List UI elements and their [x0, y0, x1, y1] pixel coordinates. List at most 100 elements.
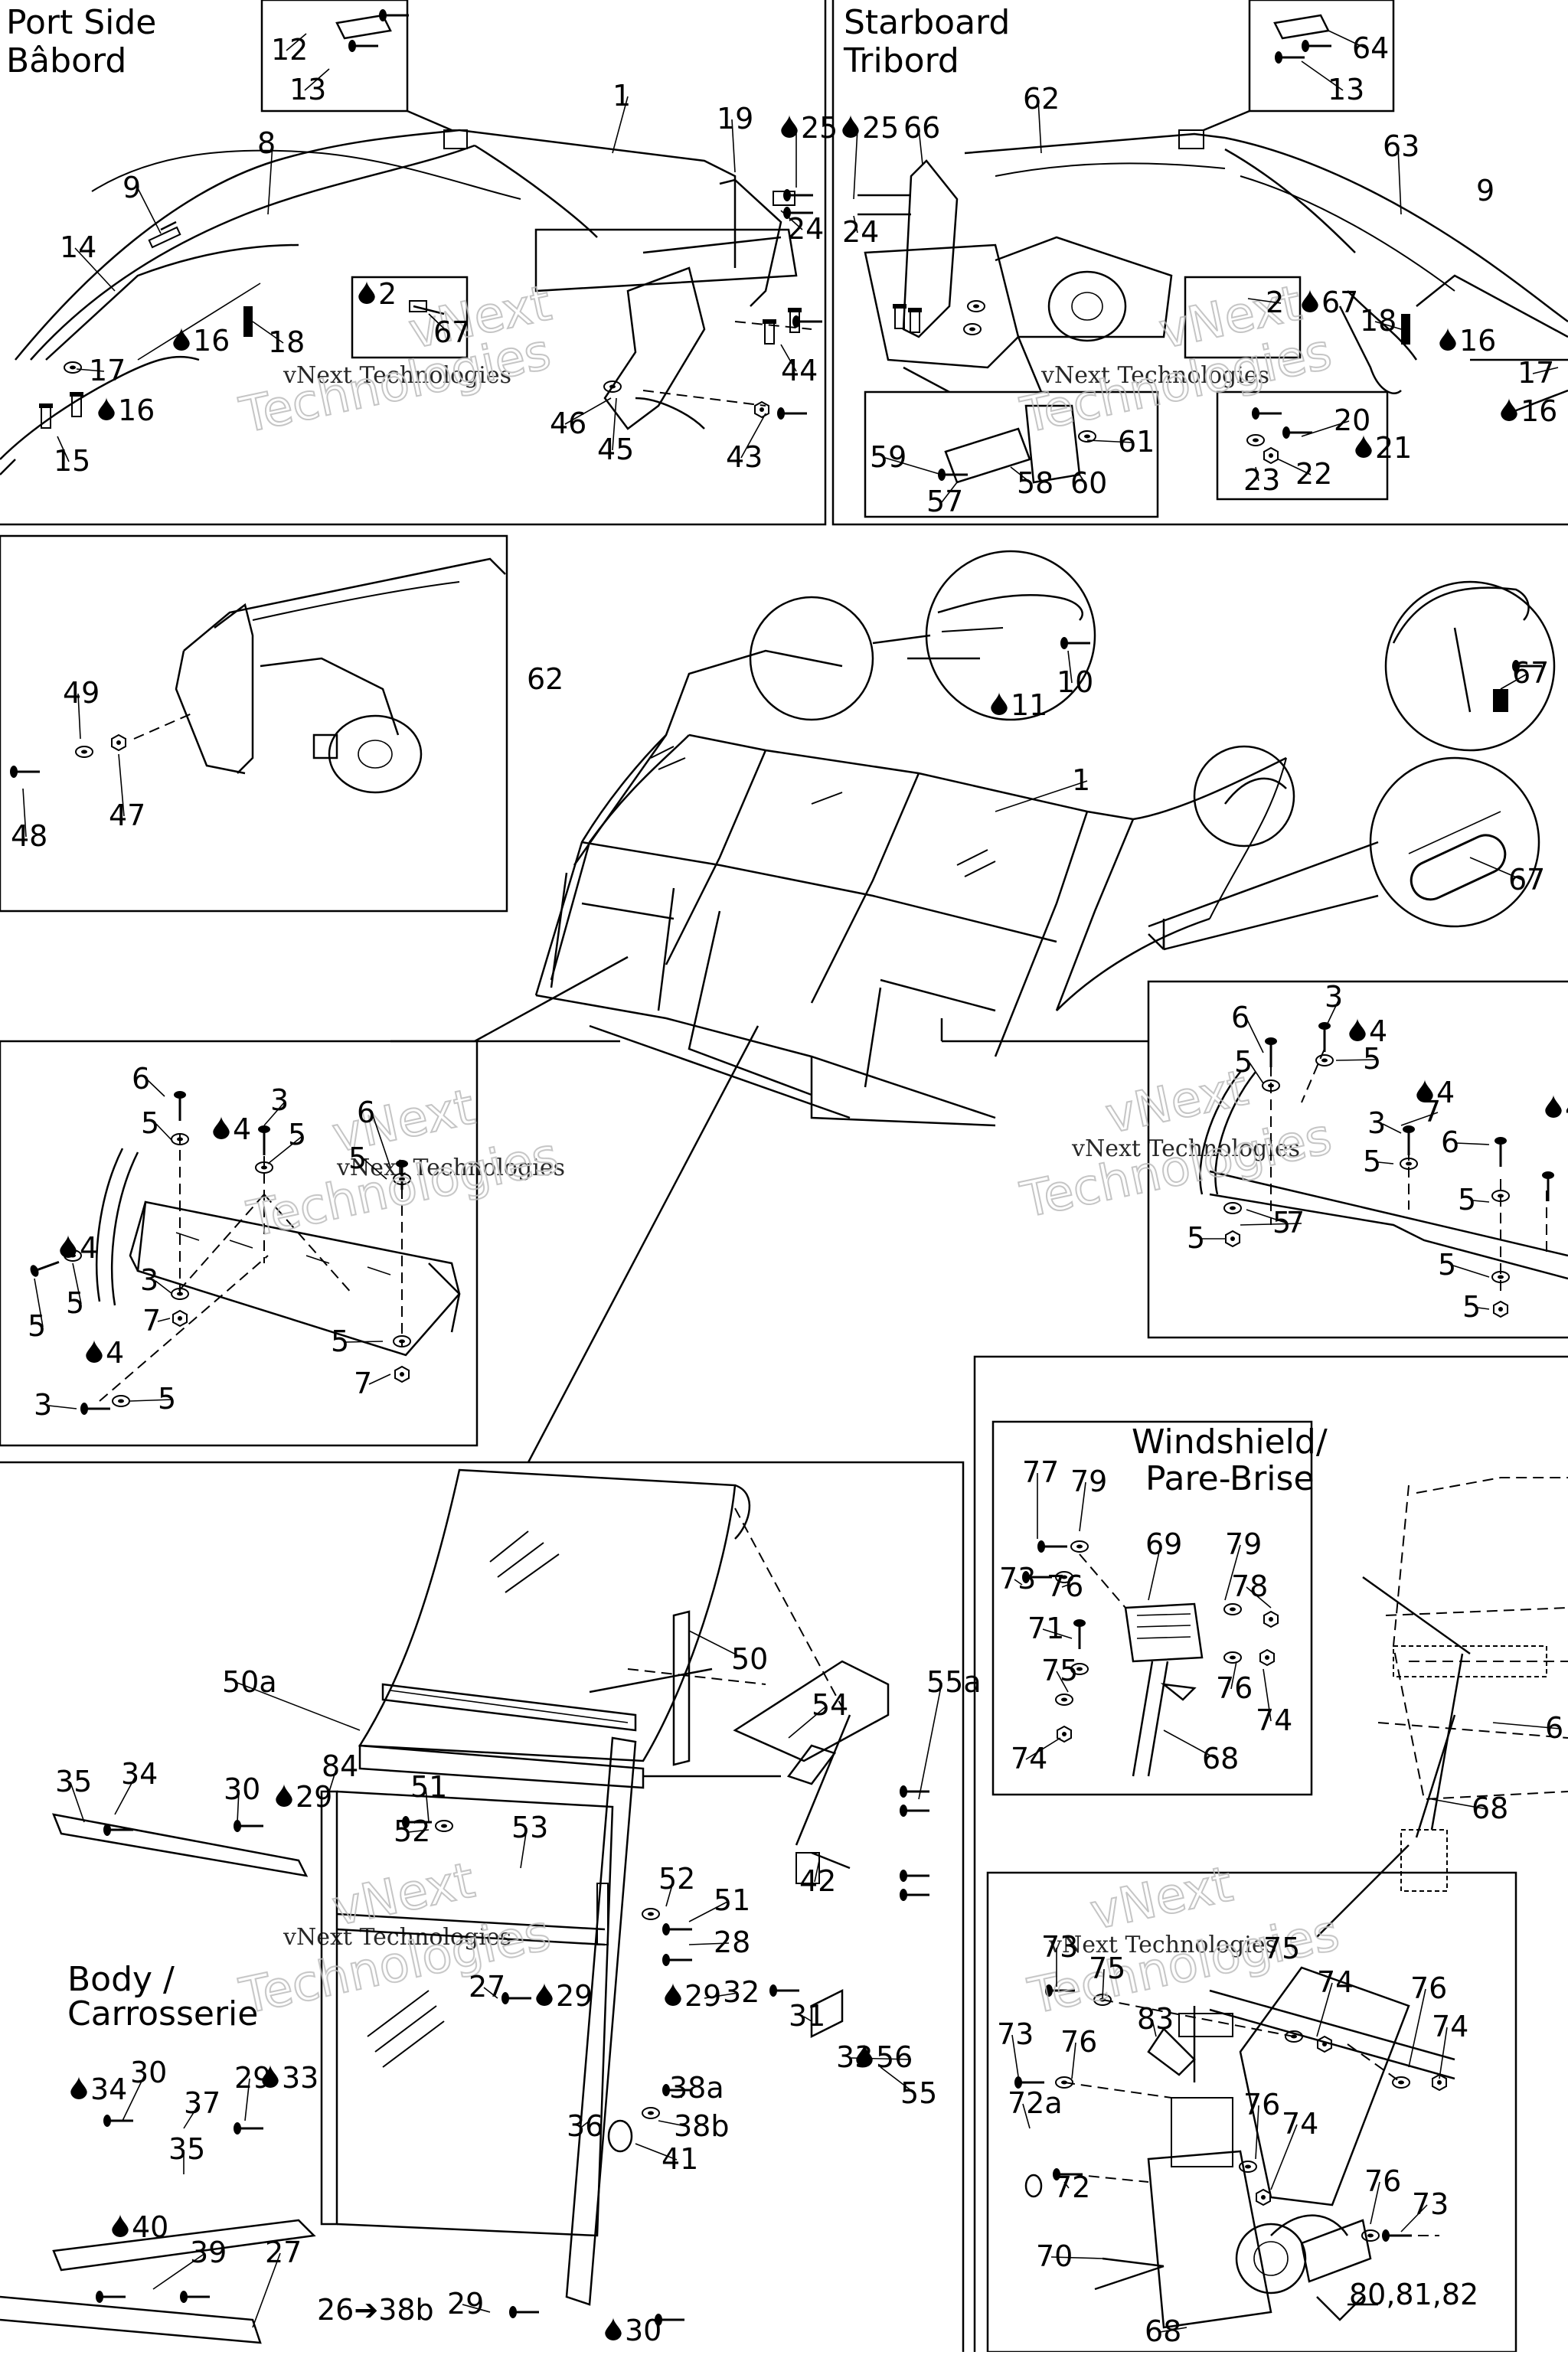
lubricant-drop-icon: [1545, 1095, 1562, 1118]
leader-line: [1301, 420, 1350, 437]
part-callout-label: 47: [109, 799, 145, 832]
part-callout-label: 74: [1432, 2010, 1468, 2043]
leader-line: [57, 436, 70, 462]
leader-line: [1278, 459, 1312, 475]
leader-line: [1056, 1671, 1069, 1693]
part-callout-label: 55: [900, 2076, 937, 2110]
part-callout-label: 5: [158, 1382, 176, 1416]
leader-line: [155, 1280, 173, 1295]
leader-line: [267, 1135, 304, 1164]
part-callout-label: 77: [1022, 1455, 1059, 1489]
part-callout-label: 6: [132, 1062, 150, 1096]
lubricant-drop-icon: [665, 1983, 681, 2006]
part-callout-label: 5: [1363, 1145, 1381, 1178]
wiper-motor-drawing: [1013, 1966, 1455, 2329]
leader-line: [1328, 30, 1368, 50]
leader-line: [1071, 2042, 1076, 2079]
part-callout-label: 38b: [674, 2109, 729, 2143]
part-callout-label: 5: [1363, 1042, 1381, 1076]
part-callout-label: 50a: [222, 1665, 277, 1699]
leader-line: [114, 1774, 137, 1815]
leader-line: [941, 482, 958, 503]
part-callout-label: 60: [1070, 466, 1107, 500]
part-callout-label: 73: [997, 2017, 1034, 2051]
leader-line: [1408, 1988, 1426, 2068]
part-callout-label: 29: [447, 2287, 484, 2321]
part-callout-label: 41: [662, 2142, 698, 2176]
part-callout-label: 3: [34, 1388, 52, 1422]
part-callout-label: 1: [612, 79, 631, 113]
part-callout-label: 67: [1512, 656, 1549, 690]
part-callout-label: 51: [410, 1770, 447, 1804]
leader-line: [688, 1942, 730, 1945]
part-callout-label: 52: [658, 1862, 695, 1896]
leader-line: [1042, 1628, 1073, 1639]
part-callout-label: 22: [1295, 457, 1332, 491]
part-callout-label: 7: [354, 1367, 372, 1400]
lubricant-drop-icon: [1355, 435, 1372, 458]
leader-line: [1246, 1017, 1264, 1053]
part-callout-label: 2: [378, 277, 397, 311]
part-callout-label: 40: [132, 2210, 168, 2244]
section-titles: Port Side Bâbord Starboard Tribord Winds…: [6, 3, 1328, 2033]
part-callout-label: 83: [1137, 2002, 1174, 2036]
leader-line: [34, 1278, 44, 1328]
part-callout-label: 17: [1517, 356, 1554, 390]
part-callout-label: 3: [1367, 1106, 1386, 1140]
watermark-text: vNext Technologies: [1071, 1135, 1300, 1162]
part-callout-label: 5: [348, 1142, 367, 1175]
leader-line: [22, 788, 27, 838]
part-callout-label: 32: [723, 1975, 760, 2009]
windshield-assembly-drawing: [390, 550, 1556, 1463]
part-callout-label: 25: [801, 111, 838, 145]
part-callout-label: 74: [1011, 1742, 1047, 1775]
leader-line: [1263, 1668, 1272, 1722]
part-callout-label: 69: [1145, 1527, 1182, 1561]
lubricant-drop-icon: [98, 397, 115, 420]
leader-line: [1163, 1730, 1218, 1760]
leader-line: [1469, 857, 1524, 881]
leader-line: [665, 1879, 675, 1907]
part-callout-label: 53: [511, 1811, 548, 1844]
leader-line: [1011, 2034, 1019, 2077]
leader-line: [1370, 2181, 1380, 2225]
leader-line: [1079, 1481, 1086, 1532]
leader-line: [1532, 367, 1559, 374]
leader-line: [252, 2252, 281, 2328]
leader-line: [368, 1373, 391, 1385]
leader-line: [122, 2072, 146, 2121]
part-callout-label: 72: [1054, 2170, 1090, 2204]
part-callout-label: 67: [1321, 286, 1358, 319]
part-callout-label: 76: [1364, 2164, 1401, 2198]
part-callout-label: 79: [1070, 1465, 1107, 1498]
part-callout-label: 75: [1263, 1932, 1300, 1965]
leader-line: [564, 397, 612, 425]
leader-line: [1102, 1968, 1105, 1999]
leader-line: [157, 1318, 171, 1322]
part-callout-label: 80,81,82: [1349, 2278, 1478, 2311]
part-callout-label: 25: [862, 111, 899, 145]
part-callout-label: 26➔38b: [317, 2293, 434, 2327]
leader-line: [1079, 474, 1086, 485]
leader-line: [880, 2066, 916, 2095]
part-callout-label: 55a: [926, 1665, 982, 1699]
part-callout-label: 29: [556, 1979, 593, 2013]
part-callout-label: 61: [1118, 425, 1155, 459]
part-callout-label: 74: [1282, 2107, 1318, 2141]
lubricant-drop-icon: [991, 692, 1008, 715]
part-callout-label: 68: [1472, 1792, 1508, 1825]
part-callout-label: 2: [1266, 286, 1284, 319]
part-callout-label: 35: [168, 2132, 205, 2166]
part-callout-label: 6: [1231, 1001, 1250, 1034]
part-callout-label: 5: [28, 1309, 46, 1343]
leader-line: [1500, 673, 1528, 690]
part-callout-label: 72a: [1008, 2086, 1063, 2120]
part-callout-label: 6: [357, 1096, 375, 1129]
part-callout-label: 3: [1325, 980, 1343, 1014]
part-callout-label: 5: [1272, 1206, 1291, 1240]
part-callout-label: 30: [625, 2314, 662, 2347]
leader-line: [731, 119, 736, 173]
leader-line: [780, 344, 797, 372]
leader-line: [581, 2120, 590, 2128]
